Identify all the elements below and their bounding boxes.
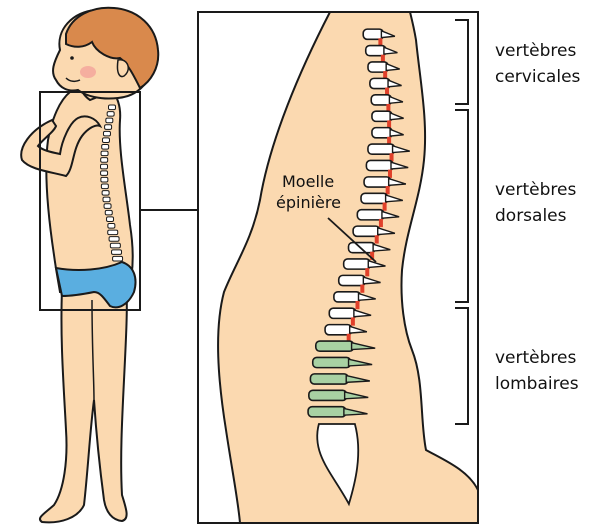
spinal-cord-segment <box>375 235 379 243</box>
spinal-cord-label-line1: Moelle <box>282 172 334 191</box>
mini-vertebra <box>108 230 118 235</box>
dorsal-label-line1: vertèbres <box>495 180 576 200</box>
cervical-label-line2: cervicales <box>495 67 581 87</box>
mini-vertebra <box>109 237 119 242</box>
cervical-label-line1: vertèbres <box>495 41 576 61</box>
spinal-cord-segment <box>386 186 390 194</box>
mini-vertebra <box>101 151 108 156</box>
dorsal-label-line2: dorsales <box>495 206 567 226</box>
child-cheek <box>80 66 96 78</box>
mini-vertebra <box>106 118 113 123</box>
spinal-cord-segment <box>365 268 369 276</box>
mini-vertebra <box>101 171 108 176</box>
mini-vertebra <box>105 125 112 130</box>
spinal-cord-segment <box>383 202 387 210</box>
mini-vertebra <box>103 197 110 202</box>
mini-vertebra <box>101 177 108 182</box>
mini-vertebra <box>112 250 122 255</box>
lumbar-label-line1: vertèbres <box>495 348 576 368</box>
mini-vertebra <box>105 210 112 215</box>
mini-vertebra <box>101 158 108 163</box>
mini-vertebra <box>107 217 114 222</box>
child-legs <box>40 290 127 522</box>
zoom-panel: Moelle épinière <box>198 12 478 523</box>
child-figure <box>21 8 158 523</box>
mini-vertebra <box>101 184 108 189</box>
mini-vertebra <box>102 191 109 196</box>
spinal-cord-segment <box>360 285 364 293</box>
mini-vertebra <box>102 138 109 143</box>
mini-vertebra <box>113 256 123 261</box>
mini-vertebra <box>104 204 111 209</box>
mini-vertebra <box>101 164 108 169</box>
mini-vertebra <box>110 243 120 248</box>
lumbar-label-line2: lombaires <box>495 374 579 394</box>
spinal-cord-label-line2: épinière <box>276 193 341 212</box>
mini-vertebra <box>109 105 116 110</box>
mini-vertebra <box>103 131 110 136</box>
mini-vertebra <box>108 223 115 228</box>
spinal-cord-segment <box>351 317 355 325</box>
mini-vertebra <box>102 144 109 149</box>
spinal-cord-segment <box>355 301 359 309</box>
mini-vertebra <box>107 112 114 117</box>
spinal-cord-segment <box>379 219 383 227</box>
